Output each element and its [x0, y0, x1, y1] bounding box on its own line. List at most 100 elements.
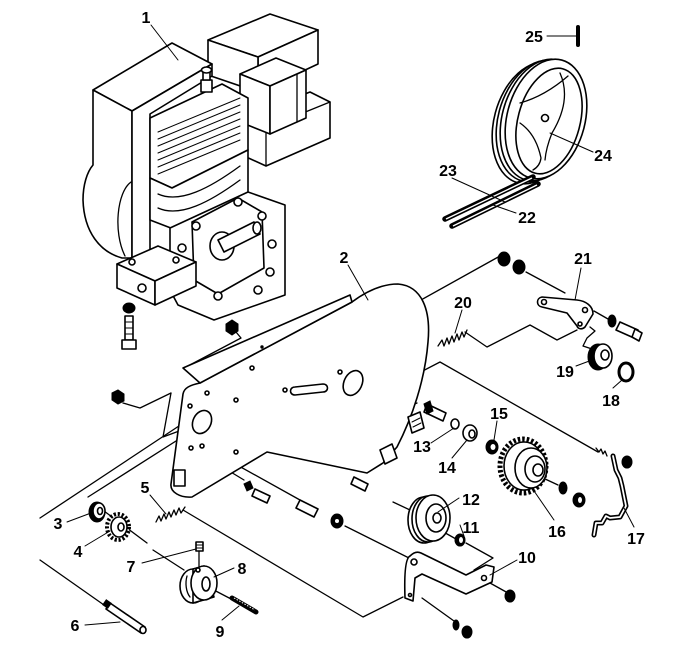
fin [157, 139, 241, 175]
fin [157, 125, 241, 161]
pin-part-6 [102, 599, 147, 635]
bracket-10 [403, 551, 495, 602]
leader-line-9 [221, 605, 240, 621]
leader-line-14 [451, 439, 468, 459]
spring-5 [155, 506, 186, 523]
hex-nut [111, 389, 125, 405]
pin-6-end [139, 625, 147, 635]
panel-tab [379, 443, 398, 465]
leader-line-10 [489, 559, 518, 576]
assembly-line [187, 331, 242, 367]
assembly-line [421, 597, 455, 622]
leader-line-12 [437, 497, 460, 513]
fin [157, 104, 241, 140]
assembly-line [152, 549, 185, 571]
bent-rod-17-highlight [593, 455, 627, 536]
leader-line-1 [150, 24, 179, 61]
leader-line-22 [492, 204, 517, 214]
callout-23: 23 [439, 163, 457, 180]
bracket-hole [407, 592, 413, 598]
panel-large-hole [342, 369, 364, 397]
panel-hole [188, 445, 194, 451]
leader-line-21 [574, 267, 582, 301]
callouts: 1 2 3 4 5 6 7 8 9 10 11 12 13 14 15 16 1… [54, 10, 645, 641]
arm-hole [577, 321, 583, 327]
panel-hole [204, 390, 210, 396]
bolt-head [233, 197, 243, 207]
bolt-head [191, 221, 201, 231]
pulley-part-24 [491, 58, 588, 185]
output-shaft [217, 221, 261, 253]
washer [607, 314, 617, 328]
bolt-13-head [423, 400, 434, 415]
callout-8: 8 [238, 561, 247, 578]
callout-12: 12 [462, 492, 480, 509]
callout-20: 20 [454, 295, 472, 312]
callout-17: 17 [627, 531, 645, 548]
threaded-rod-part-9 [229, 595, 259, 615]
washer [452, 619, 460, 631]
nut [621, 455, 633, 469]
assembly-line [464, 324, 578, 348]
nut-15-bore [490, 444, 496, 450]
bolt-head [253, 285, 263, 295]
pulley-hub-part-8 [179, 565, 218, 604]
pulley-spoke [544, 72, 566, 161]
mount-hole [128, 258, 136, 266]
callout-15: 15 [490, 406, 508, 423]
panel-tab [173, 469, 186, 487]
assembly-line [525, 271, 566, 294]
panel-slot [289, 383, 329, 396]
bearing-3-bore [96, 506, 104, 516]
bolt [295, 499, 319, 518]
leader-line-2 [347, 264, 369, 301]
hardware [111, 251, 526, 529]
callout-11: 11 [463, 520, 480, 537]
callout-3: 3 [54, 516, 63, 533]
set-screw-7 [195, 541, 204, 552]
callout-1: 1 [142, 10, 151, 27]
washer [558, 481, 568, 495]
panel-hole [249, 365, 255, 371]
bracket-hole [410, 558, 418, 566]
panel-part-2 [170, 283, 430, 498]
bolt-head [137, 283, 147, 293]
bracket-part-10 [403, 551, 516, 639]
leader-line-24 [549, 132, 594, 153]
bolt-head [177, 243, 187, 253]
assembly-line [344, 525, 414, 561]
assembly-line [122, 392, 172, 409]
bearing-part-3 [88, 501, 106, 523]
lock-washer [122, 302, 136, 314]
pulley-12-bore [432, 512, 442, 524]
engine-edge [117, 181, 132, 257]
leader-line-4 [84, 530, 111, 547]
spark-plug-cap [200, 66, 213, 74]
assembly-line [593, 310, 609, 320]
bolt-head [267, 239, 277, 249]
leader-line-7 [141, 548, 197, 564]
fin [157, 111, 241, 147]
washer-13 [450, 418, 460, 430]
assembly-line [39, 417, 192, 519]
bolt-head [265, 267, 275, 277]
engine-edge [157, 179, 241, 212]
panel-bearing-hole [191, 409, 213, 435]
small-spring [595, 447, 608, 457]
leader-line-20 [454, 309, 463, 334]
threaded-rod-9-thread [233, 597, 256, 611]
recoil-starter-housing [82, 89, 133, 259]
nut [461, 625, 473, 639]
pulley-hub-hole [540, 113, 550, 123]
bearing-19-bore [600, 349, 610, 361]
leader-line-5 [149, 494, 167, 515]
nut [512, 259, 526, 275]
bearing-part-19 [587, 343, 613, 371]
callout-2: 2 [340, 250, 349, 267]
idler-arm-part-21 [536, 296, 643, 342]
nut [504, 589, 516, 603]
assembly-line [489, 582, 509, 594]
panel-hole [282, 387, 288, 393]
